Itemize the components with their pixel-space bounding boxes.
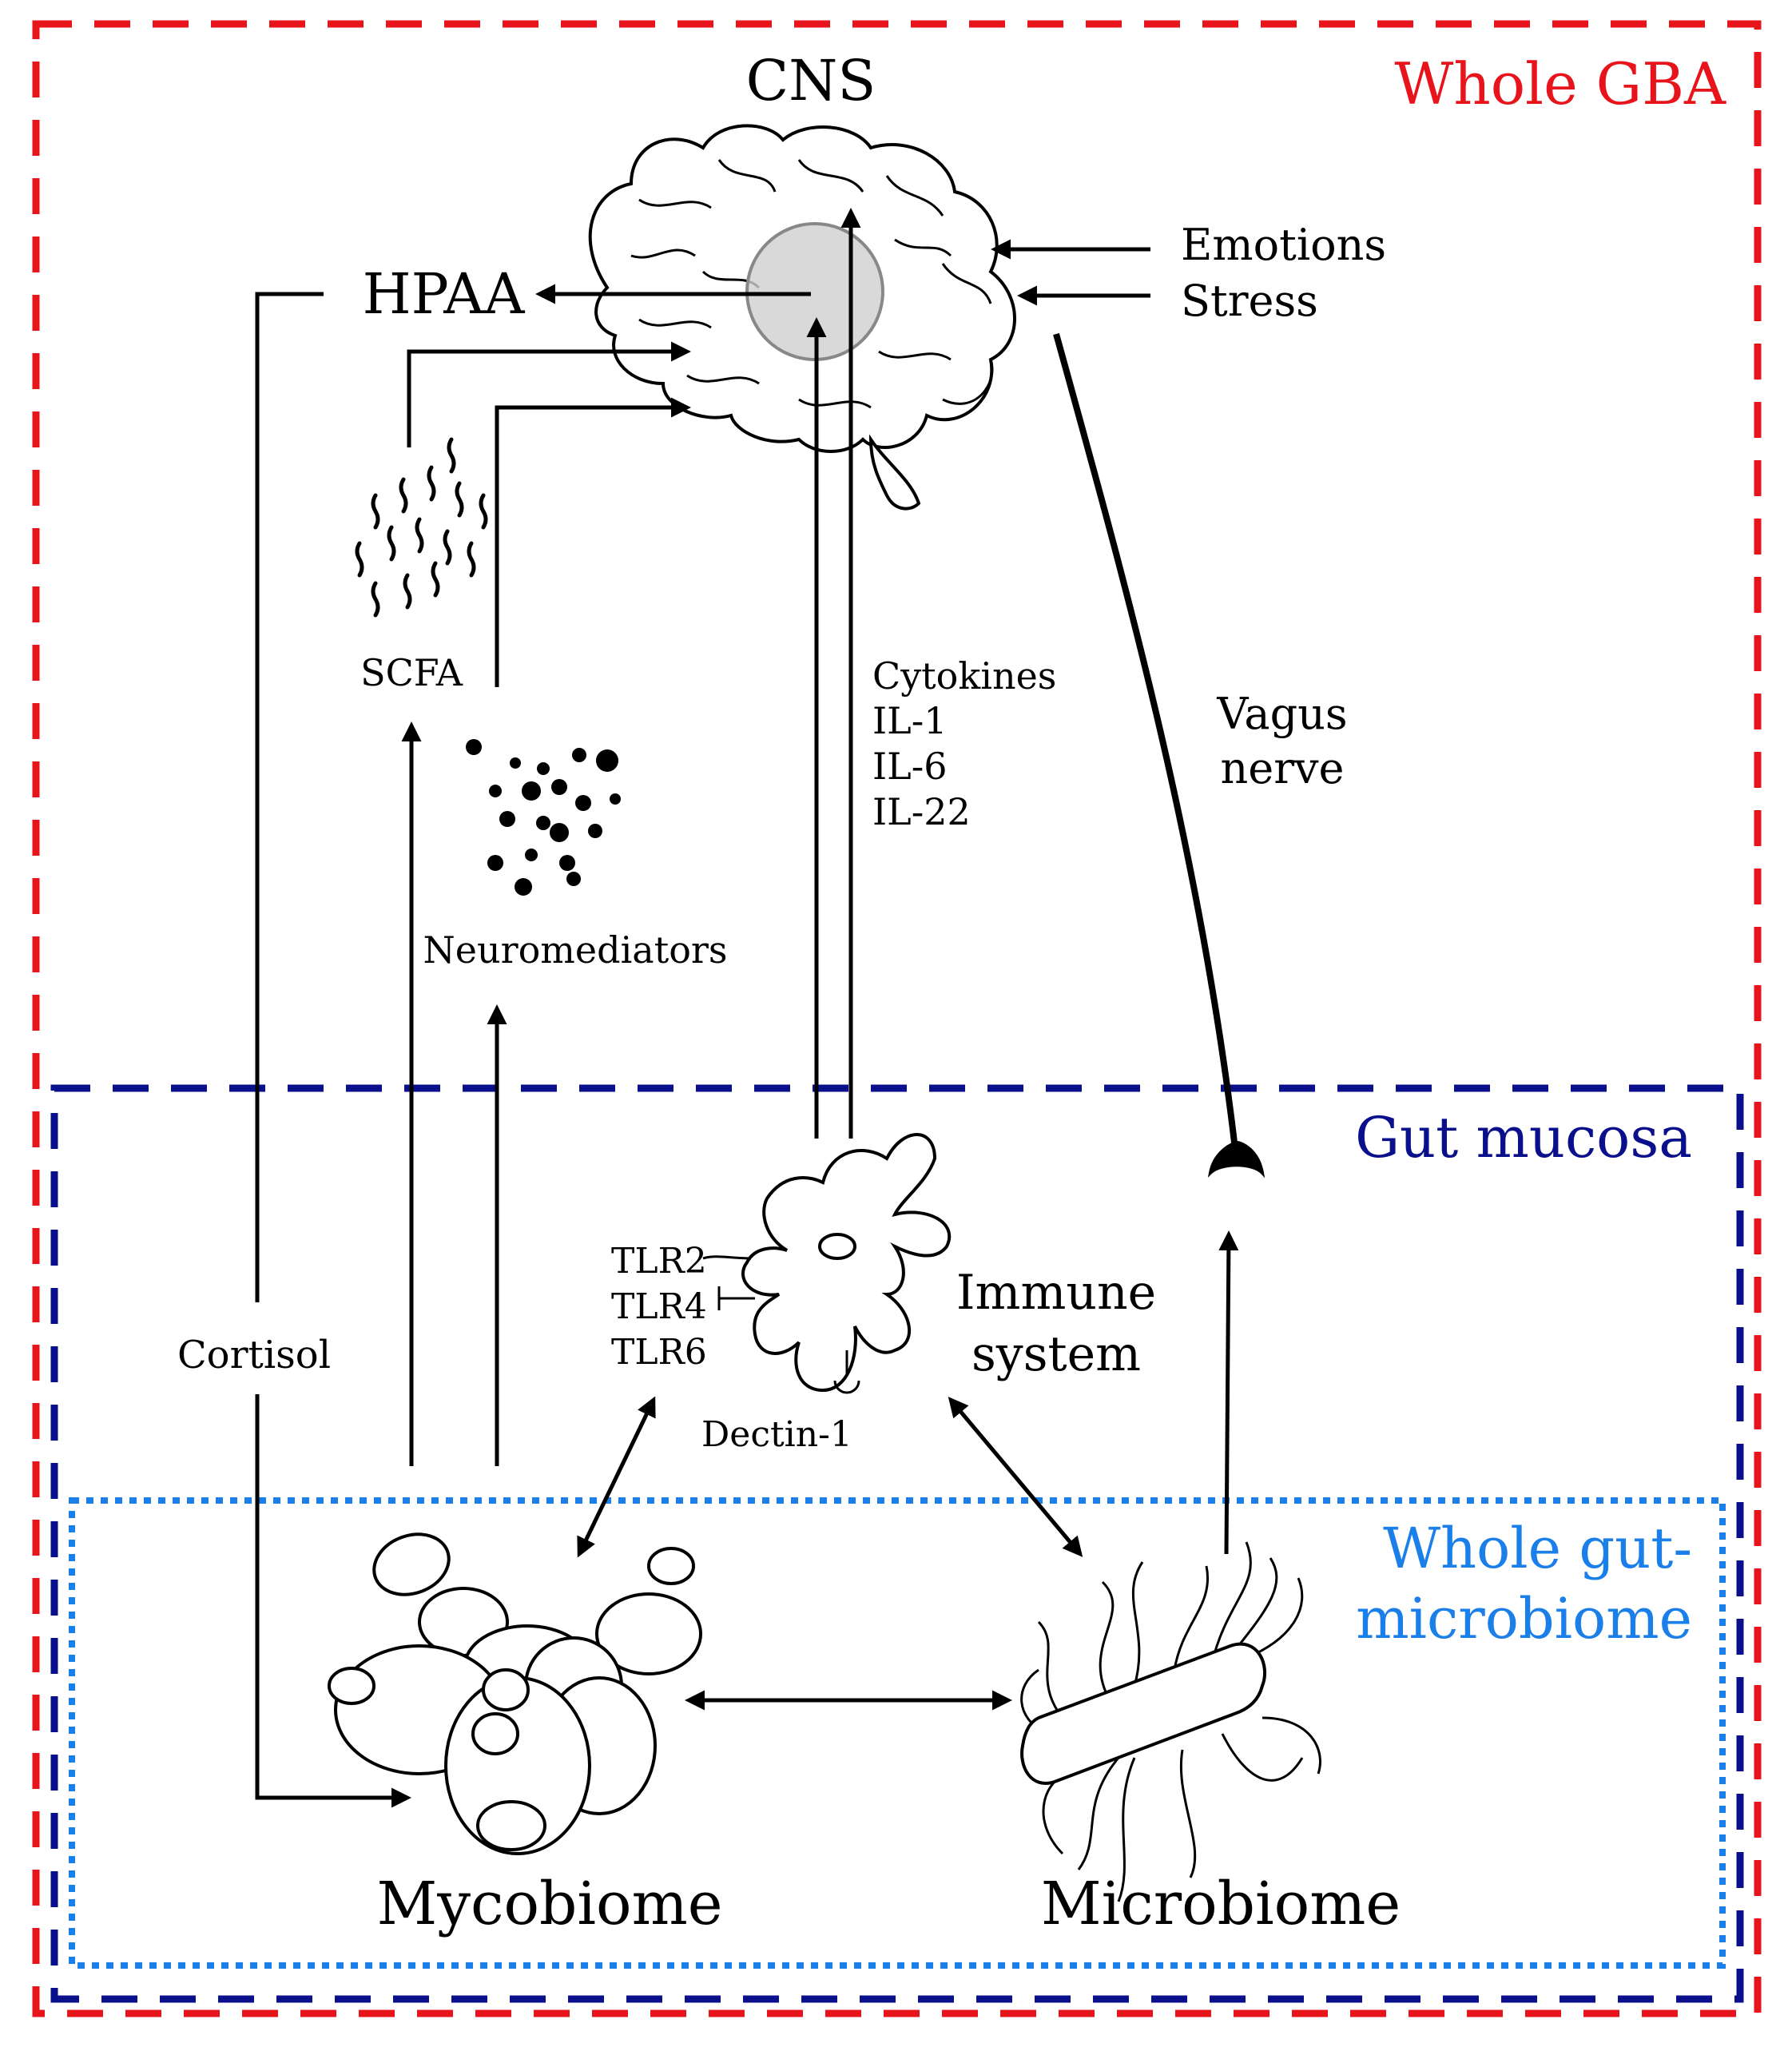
whole-gut-microbiome-box: [69, 1497, 1726, 1969]
gut-mucosa-label: Gut mucosa: [1355, 1105, 1692, 1171]
neuromediators-to-brain-arrow: [495, 397, 691, 687]
vagus-nerve: [1053, 332, 1238, 1143]
stress-label: Stress: [1181, 276, 1318, 326]
tlr-label-2: TLR6: [611, 1332, 707, 1373]
cytokines-label-2: IL-6: [872, 745, 948, 788]
whole-gut-microbiome-label-line2: microbiome: [1356, 1586, 1692, 1652]
scfa-label: SCFA: [360, 651, 463, 694]
nerve-ending-icon: [1207, 1140, 1266, 1179]
dendritic-cell-icon: [702, 1133, 952, 1394]
immune-microbiome-arrow: [948, 1397, 1083, 1557]
scfa-molecules-icon: [355, 437, 488, 618]
gut-mucosa-box: [50, 1084, 1744, 2003]
cortisol-arrow-lower: [255, 1394, 411, 1808]
dectin-label: Dectin-1: [701, 1414, 852, 1455]
mycobiome-immune-arrow: [577, 1396, 656, 1558]
immune-label-0: Immune: [956, 1265, 1156, 1321]
tlr-label-0: TLR2: [611, 1241, 707, 1282]
cortisol-arrow-upper: [255, 292, 324, 1302]
cytokines-label-0: Cytokines: [872, 654, 1056, 698]
emotions-label: Emotions: [1181, 220, 1386, 270]
bacterium-icon: [1020, 1541, 1321, 1902]
cns-label: CNS: [746, 48, 876, 113]
whole-gba-box: [32, 20, 1762, 2017]
scfa-to-brain-arrow: [407, 341, 691, 447]
cytokines-label-1: IL-1: [872, 699, 948, 742]
microbiome-label: Microbiome: [1041, 1870, 1401, 1938]
whole-gut-microbiome-label-line1: Whole gut-: [1383, 1516, 1692, 1581]
cytokines-label-3: IL-22: [872, 790, 971, 833]
yeast-cluster-icon: [328, 1532, 702, 1855]
hpaa-label: HPAA: [363, 261, 526, 327]
tlr-label-1: TLR4: [611, 1286, 707, 1327]
mycobiome-label: Mycobiome: [376, 1870, 722, 1938]
brain-icon: [588, 124, 1016, 511]
whole-gba-label: Whole GBA: [1394, 50, 1726, 117]
neuromediators-label: Neuromediators: [423, 928, 728, 972]
cortisol-label: Cortisol: [177, 1333, 331, 1377]
immune-label-1: system: [971, 1326, 1141, 1382]
microbiome-to-vagus-arrow: [1218, 1230, 1239, 1555]
vagus-label-1: nerve: [1220, 743, 1344, 793]
vagus-label-0: Vagus: [1216, 689, 1347, 739]
neuromediator-particles-icon: [466, 739, 621, 896]
